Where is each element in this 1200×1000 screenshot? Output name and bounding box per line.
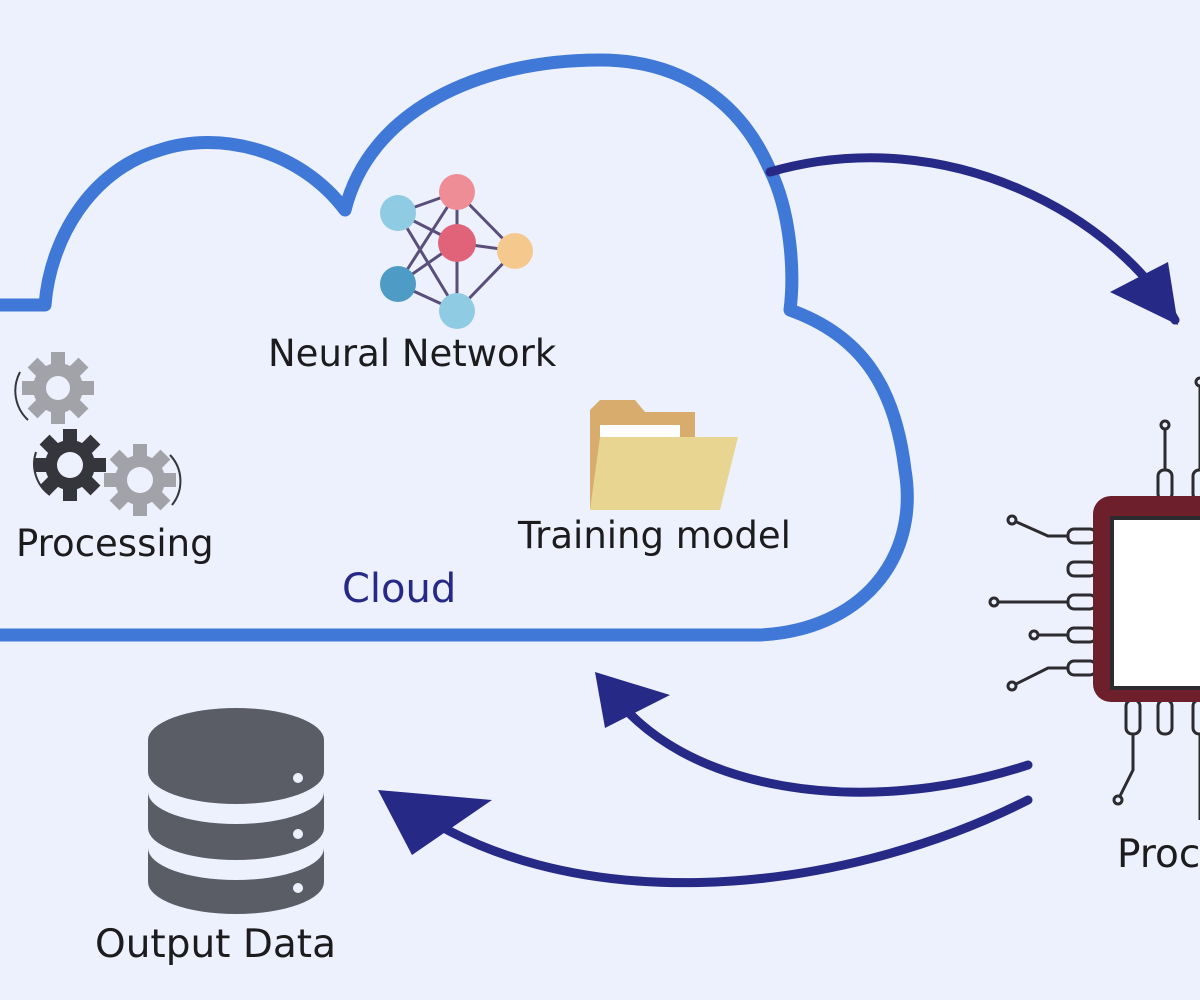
- training-model-label: Training model: [518, 514, 791, 557]
- arrow-processor-to-output: [378, 790, 1033, 888]
- neural-network-icon: [380, 174, 533, 329]
- neural-network-label: Neural Network: [268, 332, 557, 375]
- arrow-processor-to-cloud: [595, 672, 1033, 797]
- database-icon: [148, 708, 324, 914]
- folder-icon: [590, 400, 738, 510]
- cloud-label: Cloud: [342, 566, 457, 612]
- output-data-label: Output Data: [95, 922, 336, 967]
- gears-icon: [14, 352, 182, 516]
- processing-label: Processing: [16, 522, 214, 565]
- microchip-icon: [988, 376, 1200, 820]
- arrow-cloud-to-processor: [765, 153, 1180, 325]
- processor-label: Proc: [1117, 832, 1200, 877]
- cloud-outline-icon: [0, 53, 914, 642]
